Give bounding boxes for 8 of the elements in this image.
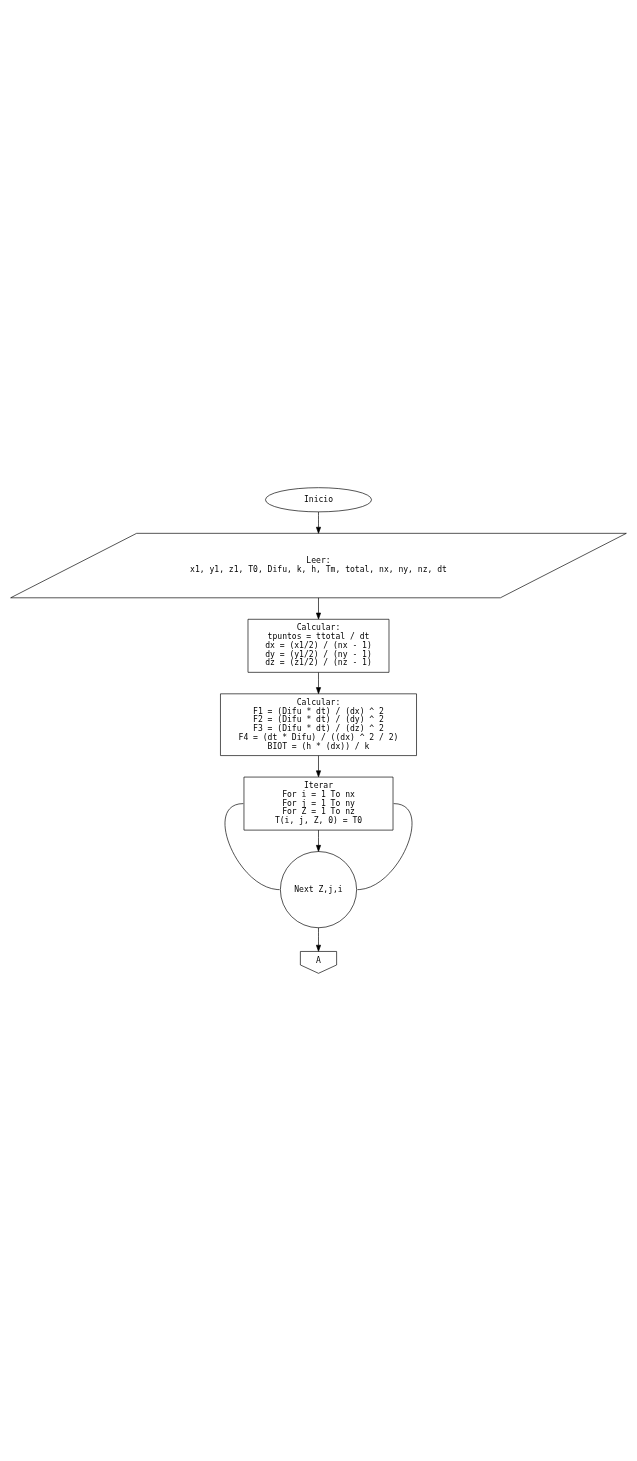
- arrow: [316, 829, 321, 852]
- arrow: [316, 597, 321, 620]
- arrow: [316, 927, 321, 952]
- connector: [357, 803, 413, 890]
- arrow: [316, 755, 321, 778]
- connector: [224, 803, 280, 890]
- arrow: [316, 511, 321, 534]
- arrow: [316, 672, 321, 694]
